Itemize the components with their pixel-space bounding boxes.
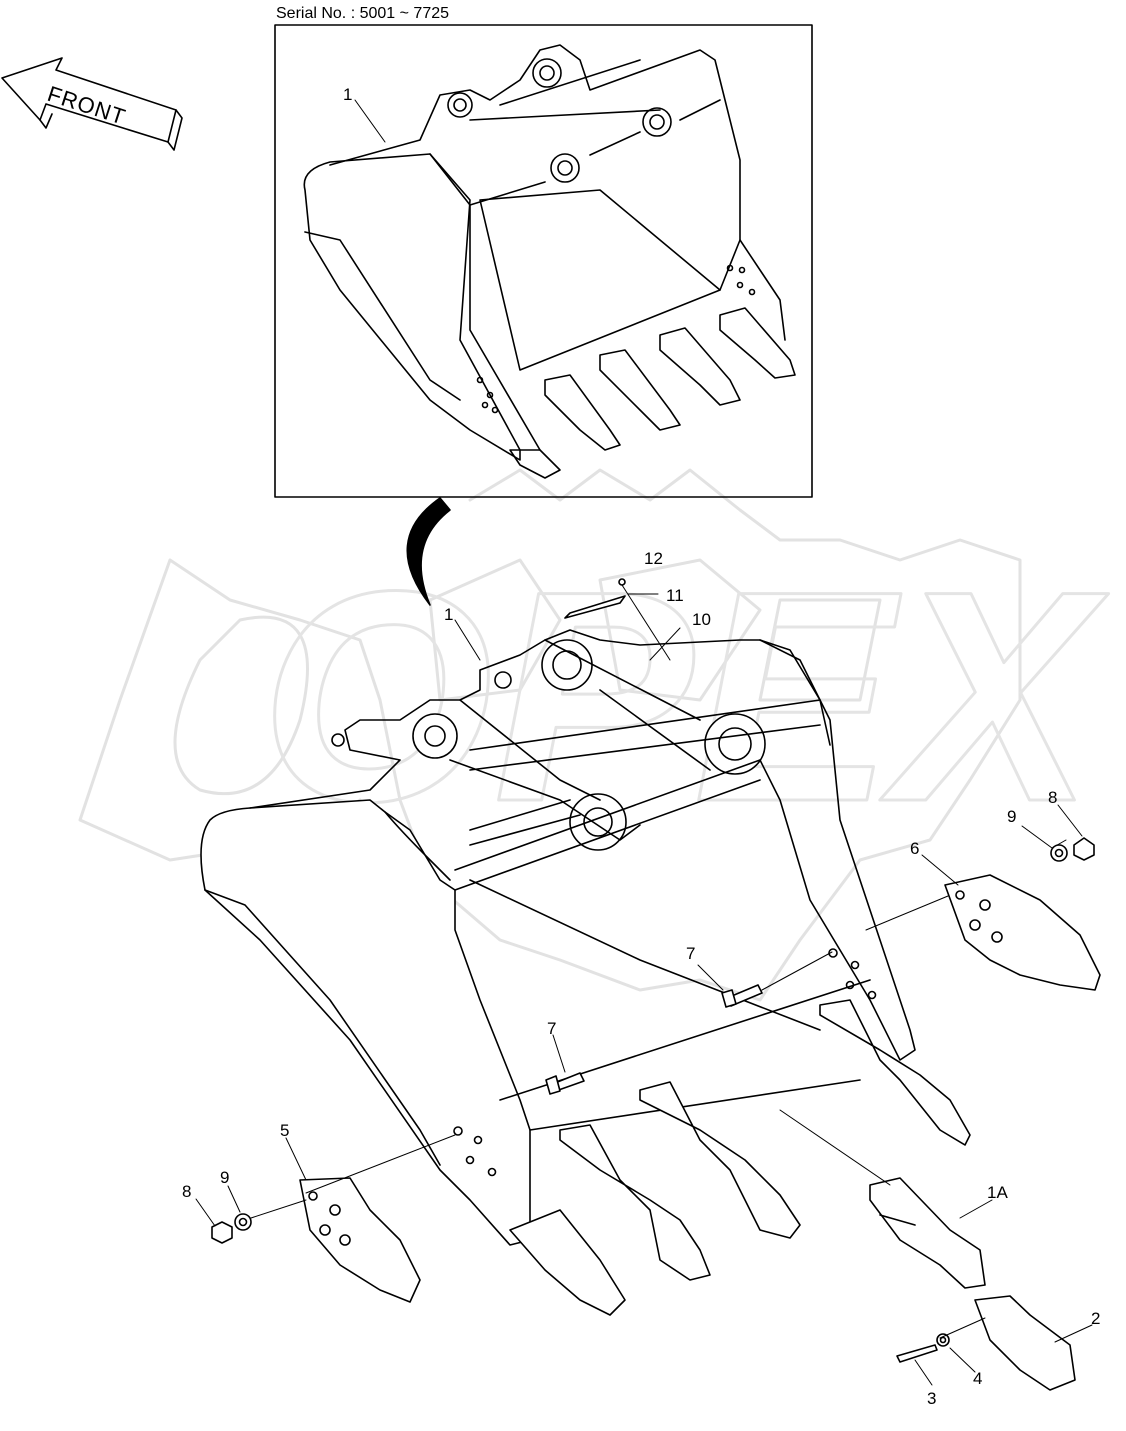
front-arrow-icon: FRONT — [1, 57, 183, 151]
callout-7-upper: 7 — [686, 944, 696, 963]
link-arrow-icon — [406, 497, 451, 606]
callout-3: 3 — [927, 1389, 937, 1408]
callout-11: 11 — [666, 586, 684, 605]
callout-6: 6 — [910, 839, 920, 858]
inset-frame — [274, 24, 813, 498]
gear-watermark-icon — [78, 468, 1022, 1002]
callout-9-left: 9 — [220, 1168, 230, 1187]
callout-8-right: 8 — [1048, 788, 1058, 807]
callout-12: 12 — [644, 549, 663, 568]
main-bucket — [200, 578, 1101, 1391]
callout-5: 5 — [280, 1121, 290, 1140]
watermark-text: OPEX — [260, 528, 1109, 864]
callout-8-left: 8 — [182, 1182, 192, 1201]
leader-lines — [195, 99, 1093, 1386]
inset-bucket — [303, 44, 796, 479]
callout-7-lower: 7 — [547, 1019, 557, 1038]
callout-1-inset: 1 — [343, 85, 353, 104]
serial-number: Serial No. : 5001 ~ 7725 — [276, 5, 450, 22]
callout-10: 10 — [692, 610, 711, 629]
callout-2: 2 — [1091, 1309, 1101, 1328]
callout-1-main: 1 — [444, 605, 454, 624]
callout-9-right: 9 — [1007, 807, 1017, 826]
callout-1A: 1A — [987, 1183, 1008, 1202]
callout-4: 4 — [973, 1369, 983, 1388]
